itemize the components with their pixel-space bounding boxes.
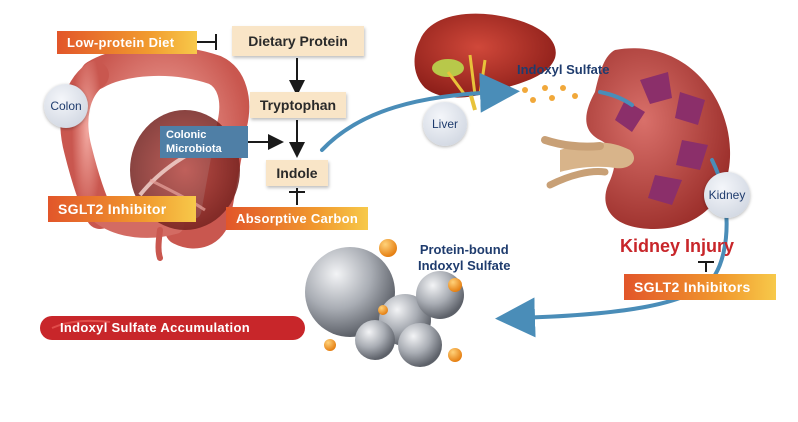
protein-molecule-illustration [305, 239, 464, 367]
sglt2-inhibitor-label: SGLT2 Inhibitor [48, 196, 196, 222]
inhibition-bars [197, 34, 714, 272]
kidney-injury-label: Kidney Injury [620, 236, 735, 256]
dietary-protein-box: Dietary Protein [232, 26, 364, 56]
liver-bubble: Liver [423, 102, 467, 146]
colonic-microbiota-label: Colonic Microbiota [160, 126, 248, 158]
indoxyl-sulfate-label: Indoxyl Sulfate [517, 62, 610, 77]
protein-bound-label: Protein-bound Indoxyl Sulfate [418, 242, 510, 274]
low-protein-diet-label: Low-protein Diet [57, 31, 197, 54]
indole-box: Indole [266, 160, 328, 186]
indoxyl-accumulation-label: Indoxyl Sulfate Accumulation [60, 320, 250, 335]
kidney-illustration [541, 48, 731, 230]
indoxyl-dots [522, 85, 578, 103]
flow-arrows [248, 58, 305, 158]
absorptive-carbon-label: Absorptive Carbon [226, 207, 368, 230]
colon-illustration [60, 45, 250, 261]
protein-bound-line1: Protein-bound [419, 242, 509, 257]
colonic-microbiota-text: Colonic Microbiota [166, 129, 222, 155]
tryptophan-box: Tryptophan [250, 92, 346, 118]
sglt2-inhibitors-label: SGLT2 Inhibitors [624, 274, 776, 300]
protein-bound-line2: Indoxyl Sulfate [418, 258, 511, 273]
kidney-bubble: Kidney [704, 172, 750, 218]
colon-bubble: Colon [44, 84, 88, 128]
